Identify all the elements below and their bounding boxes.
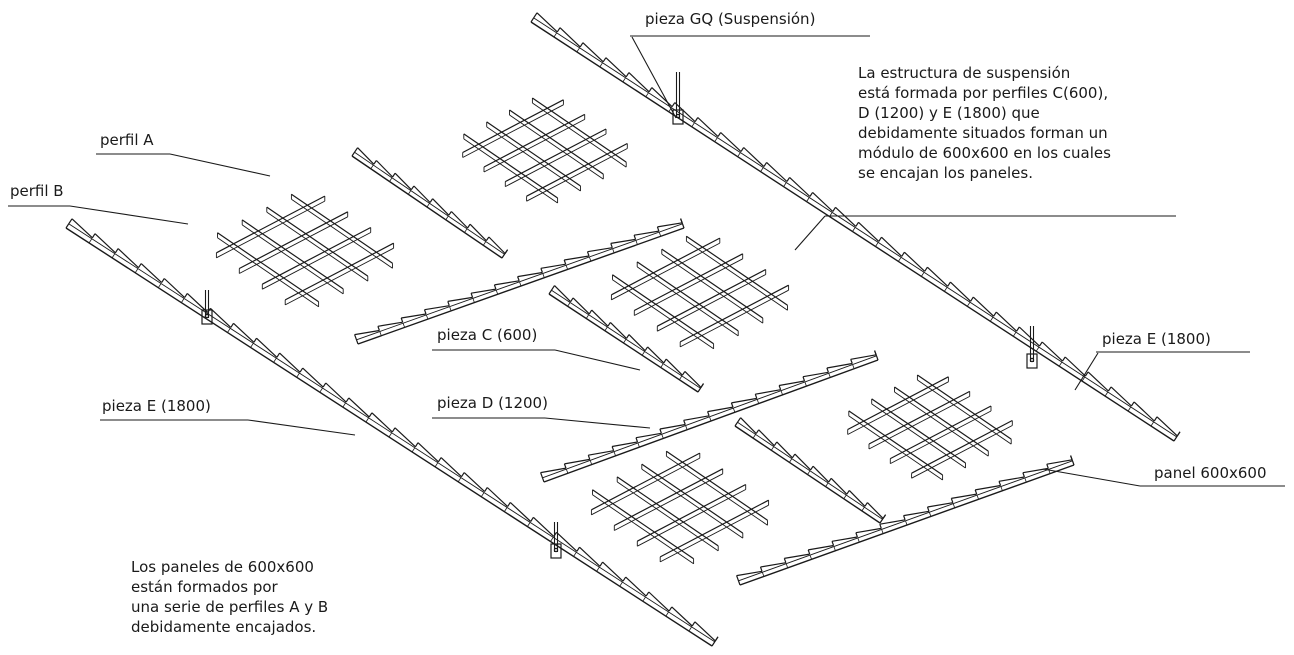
hanger-right: [1026, 326, 1038, 369]
label-pieza-e-left: pieza E (1800): [102, 397, 211, 415]
note-suspension-structure: La estructura de suspensión está formada…: [858, 63, 1111, 183]
label-perfil-b: perfil B: [10, 182, 64, 200]
panel-center: [610, 235, 790, 350]
label-gq: pieza GQ (Suspensión): [645, 10, 816, 28]
panel-right: [847, 374, 1013, 481]
note-line: una serie de perfiles A y B: [131, 598, 329, 616]
hanger-gq-top: [672, 72, 684, 125]
rail-e-left: [65, 218, 719, 647]
rail-c-middle: [548, 285, 705, 393]
note-line: están formados por: [131, 578, 278, 596]
panel-bottom: [590, 450, 770, 565]
rail-e-right: [530, 12, 1181, 442]
leader-gq-drop: [631, 36, 677, 119]
label-panel: panel 600x600: [1154, 464, 1267, 482]
leader-perfil-a: [96, 153, 271, 177]
rail-c-lower: [734, 417, 887, 524]
leader-pieza-d: [432, 417, 651, 429]
leader-structure: [794, 215, 1176, 251]
note-line: La estructura de suspensión: [858, 64, 1071, 82]
panel-left: [215, 193, 395, 308]
note-line: está formada por perfiles C(600),: [858, 84, 1109, 102]
label-pieza-d: pieza D (1200): [437, 394, 548, 412]
note-line: debidamente situados forman un: [858, 124, 1108, 142]
rail-d-middle: [540, 350, 879, 483]
leader-pieza-e-right-drop: [1074, 352, 1099, 391]
rail-d-upper: [354, 218, 685, 345]
note-line: D (1200) y E (1800) que: [858, 104, 1040, 122]
leader-pieza-e-left: [100, 419, 356, 436]
hanger-bottom: [550, 522, 562, 559]
note-line: módulo de 600x600 en los cuales: [858, 144, 1111, 162]
label-perfil-a: perfil A: [100, 131, 154, 149]
note-line: se encajan los paneles.: [858, 164, 1033, 182]
hanger-left: [201, 290, 213, 325]
panel-top: [462, 97, 628, 204]
rail-c-upper: [351, 147, 509, 259]
leader-panel: [1042, 468, 1285, 487]
label-pieza-c: pieza C (600): [437, 326, 538, 344]
note-panel-composition: Los paneles de 600x600 están formados po…: [131, 557, 328, 637]
label-pieza-e-right: pieza E (1800): [1102, 330, 1211, 348]
leader-pieza-c: [432, 349, 641, 371]
leader-perfil-b: [8, 205, 189, 225]
note-line: Los paneles de 600x600: [131, 558, 314, 576]
note-line: debidamente encajados.: [131, 618, 317, 636]
rail-d-lower: [736, 455, 1075, 586]
